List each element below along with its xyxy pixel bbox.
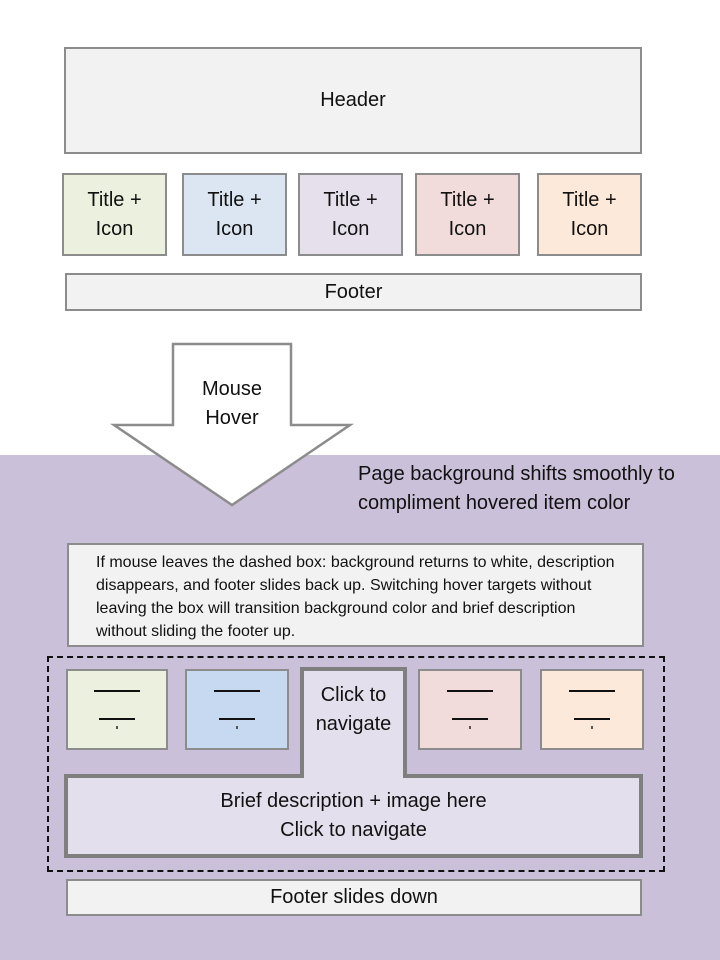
header-label: Header (320, 89, 386, 111)
bottom-tile-4[interactable] (418, 669, 522, 750)
bottom-tile-1[interactable] (66, 669, 168, 750)
title-placeholder-line (219, 718, 255, 720)
title-placeholder-line (569, 690, 615, 692)
bottom-footer-label: Footer slides down (270, 886, 438, 908)
top-tile-1[interactable]: Title + Icon (62, 173, 167, 256)
top-tile-2[interactable]: Title + Icon (182, 173, 287, 256)
bottom-tile-5[interactable] (540, 669, 644, 750)
bottom-tile-2[interactable] (185, 669, 289, 750)
title-placeholder-line (99, 718, 135, 720)
header-box: Header (64, 47, 642, 154)
top-tile-label: Title + Icon (87, 188, 142, 240)
title-placeholder-line (574, 718, 610, 720)
title-placeholder-line (94, 690, 140, 692)
top-footer-label: Footer (324, 280, 383, 303)
top-tile-5[interactable]: Title + Icon (537, 173, 642, 256)
title-placeholder-line (452, 718, 488, 720)
bottom-footer-box: Footer slides down (66, 879, 642, 916)
top-tile-label: Title + Icon (207, 188, 262, 240)
explanation-text: If mouse leaves the dashed box: backgrou… (96, 554, 615, 640)
dashed-hover-area (47, 656, 665, 872)
explanation-box: If mouse leaves the dashed box: backgrou… (67, 543, 644, 647)
top-tile-3[interactable]: Title + Icon (298, 173, 403, 256)
top-tile-4[interactable]: Title + Icon (415, 173, 520, 256)
top-tile-label: Title + Icon (440, 188, 495, 240)
top-tile-label: Title + Icon (562, 188, 617, 240)
hovered-tile-label[interactable]: Click to navigate (315, 684, 392, 735)
top-tile-label: Title + Icon (323, 188, 378, 240)
background-note: Page background shifts smoothly to compl… (358, 463, 675, 514)
top-footer-box: Footer (65, 273, 642, 311)
description-panel[interactable]: Brief description + image here Click to … (220, 790, 487, 841)
title-placeholder-line (214, 690, 260, 692)
title-placeholder-line (447, 690, 493, 692)
arrow-label: Mouse Hover (201, 378, 263, 429)
